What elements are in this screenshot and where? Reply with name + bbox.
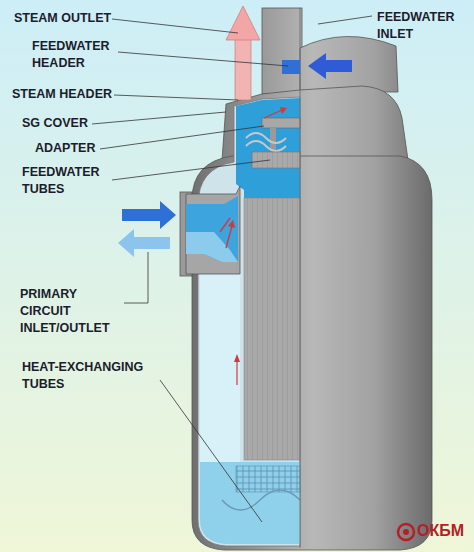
part-label: ADAPTER <box>35 140 145 157</box>
flow-arrow-head <box>228 220 235 228</box>
flow-arrow <box>264 110 282 118</box>
leader-line <box>100 126 264 149</box>
part-label: HEAT-EXCHANGING TUBES <box>22 359 164 393</box>
cutaway-section <box>198 97 300 546</box>
section-axis <box>300 8 301 548</box>
nozzle-inlet-flow <box>186 196 238 262</box>
leader-line <box>124 252 148 303</box>
logo-symbol <box>398 524 414 540</box>
tube-bundle-bottom <box>236 466 300 492</box>
steam-outlet-arrow <box>226 6 260 40</box>
neck <box>262 8 302 94</box>
leader-line <box>318 16 372 24</box>
part-label: FEEDWATER TUBES <box>22 164 114 198</box>
feedwater-header <box>282 60 300 74</box>
part-label: FEEDWATER INLET <box>377 9 469 43</box>
part-label: PRIMARY CIRCUIT INLET/OUTLET <box>20 286 122 337</box>
part-label: STEAM OUTLET <box>14 10 144 27</box>
flow-arrow-head <box>280 107 287 114</box>
adapter <box>262 118 300 128</box>
steam-header-pipe <box>235 36 251 100</box>
part-label: STEAM HEADER <box>12 86 142 103</box>
tube-bends <box>222 490 300 510</box>
leader-line <box>112 160 270 180</box>
feedwater-tubes-block <box>252 152 300 168</box>
primary-outlet-arrow <box>118 229 170 257</box>
leader-line <box>92 112 226 124</box>
bottom-chamber-water <box>200 462 300 544</box>
leader-lines <box>92 16 372 522</box>
feedwater-inlet-arrow <box>308 53 352 79</box>
top-dome <box>300 36 398 92</box>
part-label: SG COVER <box>22 115 132 132</box>
nozzle-outlet-flow <box>186 232 238 262</box>
logo-symbol-core <box>403 529 409 535</box>
leader-line <box>160 380 262 522</box>
upper-chamber-water <box>236 98 300 198</box>
leader-line <box>118 52 288 66</box>
leader-line <box>114 95 238 100</box>
adapter-stem <box>270 128 276 150</box>
leader-line <box>112 19 238 33</box>
flow-arrow <box>226 226 232 248</box>
part-label: FEEDWATER HEADER <box>32 38 124 72</box>
feedwater-tube <box>246 141 286 151</box>
tube-bundle-shroud <box>244 198 300 460</box>
flow-arrow <box>236 360 237 385</box>
flow-arrow <box>220 218 230 232</box>
primary-inlet-arrow <box>122 201 176 229</box>
primary-nozzle <box>186 186 240 274</box>
flow-arrow-head <box>234 354 240 362</box>
logo-text: ОКБМ <box>417 521 473 541</box>
